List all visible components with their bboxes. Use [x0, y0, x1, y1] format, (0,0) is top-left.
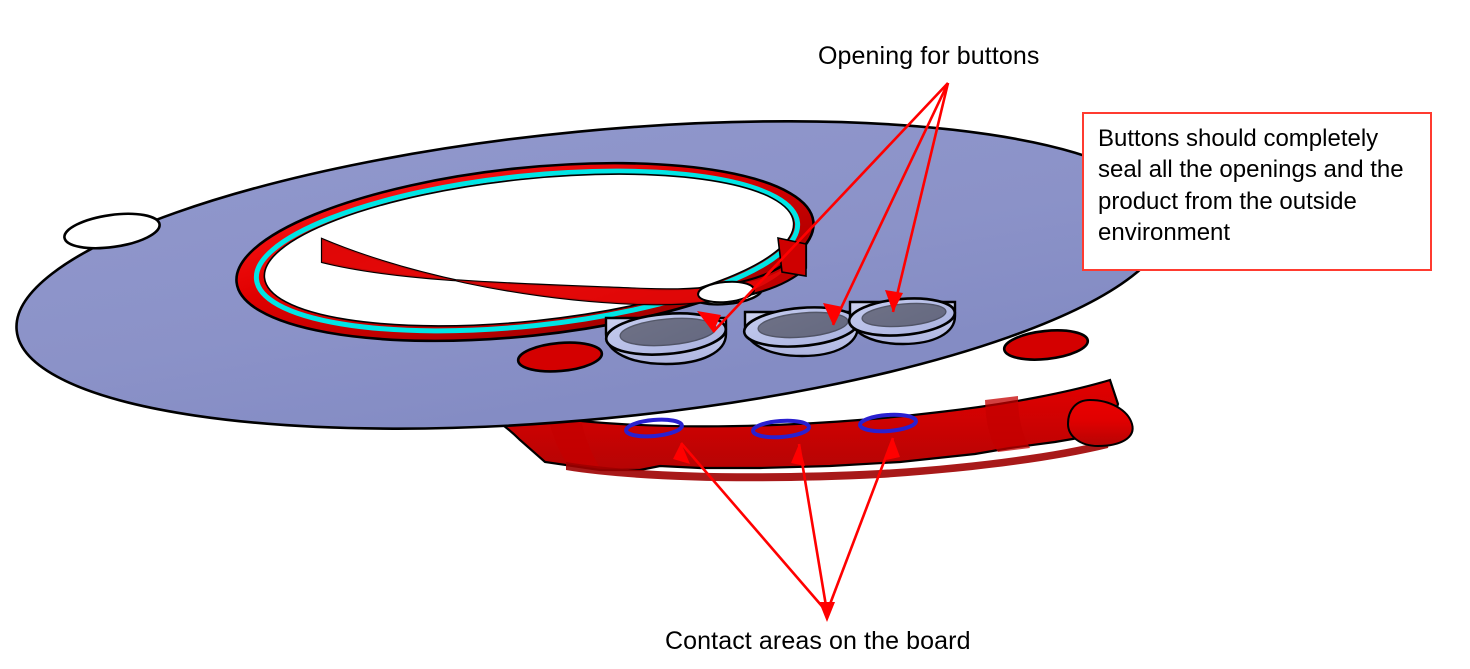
contact-area-right [858, 412, 918, 434]
central-opening-aperture [263, 173, 795, 327]
central-display-opening [235, 161, 815, 343]
button-opening-right-bore [861, 302, 947, 328]
leader-openings-3 [891, 82, 950, 313]
leader-contacts-1 [680, 442, 828, 613]
button-opening-middle [742, 306, 860, 358]
note-callout-box: Buttons should completely seal all the o… [1082, 112, 1432, 271]
seal-ring-sweep-upper-face [322, 239, 806, 305]
faceplate [15, 120, 1169, 430]
leader-lines-contacts [673, 437, 900, 622]
button-opening-middle-bore [757, 311, 849, 339]
leader-contacts-arrowhead-2 [791, 444, 805, 466]
callout-label-openings: Opening for buttons [818, 42, 1040, 70]
mounting-hole-right [1002, 329, 1090, 361]
seal-front-lip [566, 440, 1110, 482]
button-opening-left [604, 312, 728, 366]
leader-openings-2 [831, 82, 950, 326]
leader-openings-arrowhead-1 [697, 311, 721, 332]
button-openings-group [604, 297, 957, 366]
leader-contacts-arrowhead-3 [886, 438, 900, 460]
mounting-hole-lower-left [516, 341, 604, 373]
leader-contacts-arrowhead-1 [673, 443, 690, 464]
leader-openings-arrowhead-2 [823, 303, 843, 325]
mounting-hole-upper-left [63, 212, 161, 250]
leader-openings-1 [712, 82, 949, 333]
seal-right-boss [1066, 398, 1134, 448]
leader-lines-openings [697, 82, 950, 333]
leader-contacts-3 [825, 437, 895, 613]
contact-area-group [624, 412, 918, 440]
note-callout-text: Buttons should completely seal all the o… [1098, 125, 1404, 247]
central-opening-highlight [253, 168, 801, 334]
leader-contacts-converge-arrowhead [819, 602, 835, 622]
button-opening-right [847, 297, 957, 346]
contact-area-middle [751, 418, 811, 440]
leader-contacts-2 [797, 443, 829, 613]
callout-label-contacts: Contact areas on the board [665, 627, 971, 655]
leader-openings-arrowhead-3 [885, 290, 903, 312]
seal-boss-right-shadow [985, 396, 1030, 452]
contact-area-left [624, 417, 684, 439]
